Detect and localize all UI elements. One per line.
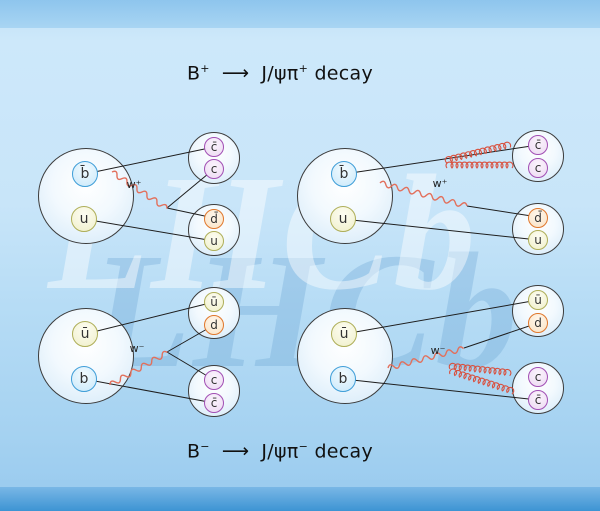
b-plus-decay-title: B+⟶J/ψπ+ decay	[20, 62, 540, 84]
bottom-border-band	[0, 487, 600, 511]
d2-u2-quark: u	[528, 230, 548, 250]
d3-ubar2-quark: ū	[204, 292, 224, 312]
d2-dbar-quark: d̄	[528, 208, 548, 228]
d2-c-quark: c	[528, 158, 548, 178]
title-top-lhs: B	[186, 62, 201, 85]
d1-c-quark: c	[204, 159, 224, 179]
d2-bbar-quark: b̄	[331, 161, 357, 187]
title-top-rhs-sup: +	[298, 62, 309, 75]
title-top-rhs: J/ψπ	[261, 62, 299, 85]
d4-wboson-label: w⁻	[430, 344, 446, 357]
d3-cbar-quark: c̄	[204, 393, 224, 413]
d1-dbar-quark: d̄	[204, 209, 224, 229]
d4-ubar-quark: ū	[331, 321, 357, 347]
d4-d-quark: d	[528, 313, 548, 333]
d3-c-quark: c	[204, 370, 224, 390]
d1-bbar-quark: b̄	[72, 161, 98, 187]
b-minus-decay-title: B−⟶J/ψπ− decay	[20, 440, 540, 462]
d1-u2-quark: u	[204, 231, 224, 251]
d3-b-quark: b	[71, 366, 97, 392]
d4-c-quark: c	[528, 367, 548, 387]
d2-cbar-quark: c̄	[528, 135, 548, 155]
d2-wboson-label: w⁺	[432, 177, 448, 190]
d4-cbar-quark: c̄	[528, 390, 548, 410]
right-arrow-icon: ⟶	[221, 440, 250, 463]
d1-cbar-quark: c̄	[204, 137, 224, 157]
d1-wboson-label: w⁺	[126, 178, 142, 191]
d3-wboson-label: w⁻	[129, 342, 145, 355]
title-top-tail: decay	[314, 62, 374, 85]
title-bottom-lhs: B	[186, 440, 201, 463]
top-border-band	[0, 0, 600, 28]
d2-u-quark: u	[330, 206, 356, 232]
d4-b-quark: b	[330, 366, 356, 392]
d4-ubar2-quark: ū	[528, 290, 548, 310]
title-bottom-lhs-sup: −	[200, 440, 210, 453]
title-bottom-rhs-sup: −	[298, 440, 309, 453]
d3-ubar-quark: ū	[72, 321, 98, 347]
title-top-lhs-sup: +	[200, 62, 210, 75]
title-bottom-tail: decay	[314, 440, 374, 463]
d1-u-quark: u	[71, 206, 97, 232]
right-arrow-icon: ⟶	[221, 62, 250, 85]
d3-d-quark: d	[204, 315, 224, 335]
title-bottom-rhs: J/ψπ	[261, 440, 299, 463]
